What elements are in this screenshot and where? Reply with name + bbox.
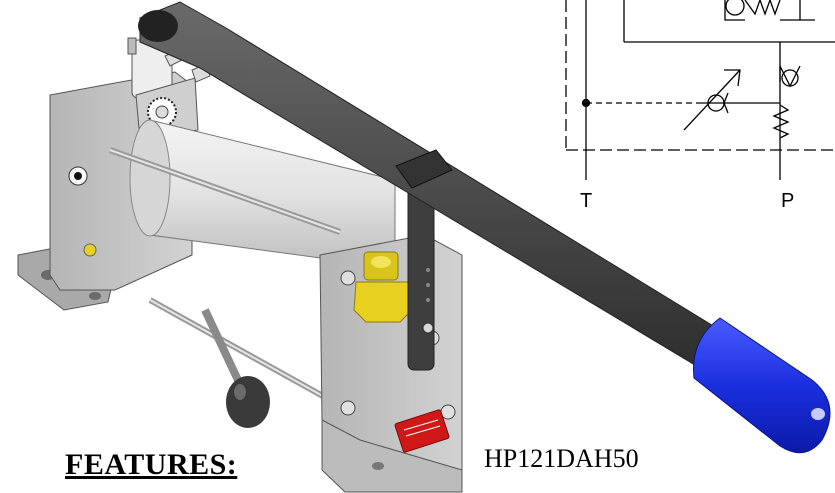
port-p-label: P bbox=[781, 190, 794, 212]
hydraulic-schematic bbox=[565, 0, 835, 180]
model-number: HP121DAH50 bbox=[484, 444, 639, 473]
release-valve-knob bbox=[226, 376, 270, 428]
port-t-label: T bbox=[580, 190, 592, 212]
pressure-port-fitting bbox=[353, 251, 413, 323]
handle-grip bbox=[693, 317, 831, 454]
features-heading: FEATURES: bbox=[65, 448, 238, 481]
